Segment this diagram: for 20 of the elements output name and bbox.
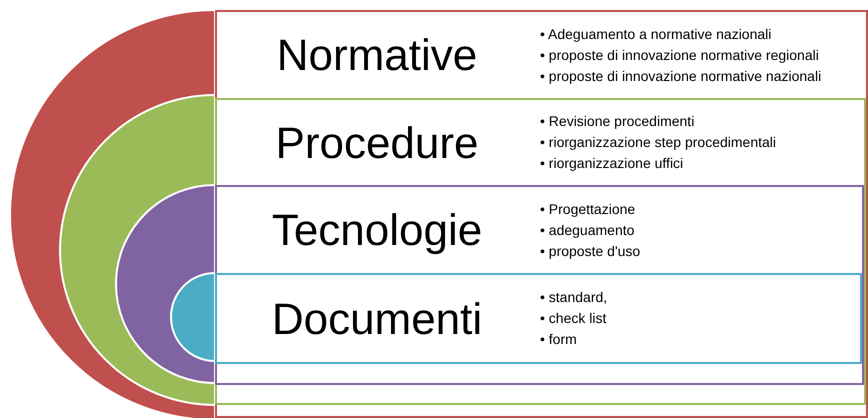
band-box [215, 273, 862, 364]
bullet-item: • standard, [540, 288, 608, 307]
bullet-item: • proposte di innovazione normative regionali [540, 46, 820, 65]
band-heading: Normative [276, 30, 478, 82]
band-box [215, 185, 864, 385]
bullet-item: • proposte d'uso [540, 242, 640, 261]
bullet-item: • proposte di innovazione normative nazionali [540, 67, 822, 86]
bullet-item: • riorganizzazione uffici [540, 154, 684, 173]
bullet-item: • Progettazione [540, 200, 636, 219]
bullet-item: • Adeguamento a normative nazionali [540, 25, 772, 44]
bullet-item: • riorganizzazione step procedimentali [540, 133, 776, 152]
bullet-item: • Revisione procedimenti [540, 112, 696, 131]
band-heading: Tecnologie [270, 205, 484, 257]
band-heading: Documenti [270, 294, 484, 346]
bullet-item: • check list [540, 309, 608, 328]
band-box [215, 10, 868, 418]
band-heading: Procedure [274, 118, 480, 170]
bullet-item: • adeguamento [540, 221, 636, 240]
bullet-item: • form [540, 330, 578, 349]
band-box [215, 98, 866, 405]
